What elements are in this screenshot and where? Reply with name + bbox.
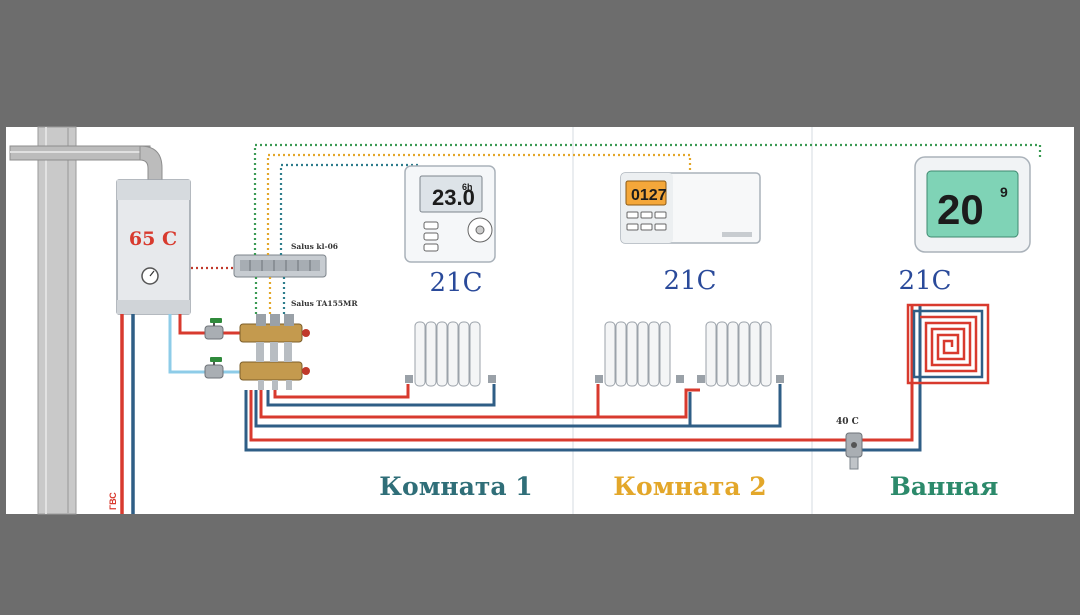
dhw-label: ГВС: [108, 492, 118, 510]
controller-label: Salus kl-06: [291, 242, 338, 251]
supply-ball-valve-icon: [204, 318, 224, 340]
room2-name: Комната 2: [613, 472, 766, 501]
boiler-supply-pipe: [178, 314, 258, 335]
chimney: [9, 126, 163, 515]
manifold-label: Salus TA155MR: [291, 299, 358, 308]
boiler-return-pipe: [168, 314, 258, 374]
room1-thermostat: 23.0 6h: [404, 165, 496, 263]
room2-radiator-a-icon: [595, 321, 684, 387]
return-ball-valve-icon: [204, 357, 224, 379]
room1-setpoint: 21C: [430, 268, 483, 298]
room2-supply-pipe: [259, 384, 700, 419]
room2-thermostat: 0127: [620, 172, 761, 244]
floor-heating-loop: [906, 303, 990, 385]
bath-name: Ванная: [890, 472, 999, 501]
room2-radiator-b-icon: [697, 321, 784, 387]
room1-return-pipe: [266, 384, 496, 407]
manifold: [239, 314, 310, 390]
room1-radiator-icon: [405, 321, 496, 387]
room1-supply-pipe: [273, 384, 410, 399]
bath-thermostat: 20 9: [914, 156, 1031, 253]
bath-setpoint: 21C: [899, 266, 952, 296]
room1-name: Комната 1: [379, 472, 532, 501]
bath-thermostat-display-small: 9: [1000, 184, 1008, 200]
bath-thermostat-display: 20: [937, 186, 984, 233]
floor-supply-pipe: [249, 305, 914, 442]
room2-setpoint: 21C: [664, 266, 717, 296]
boiler-temperature: 65 C: [129, 228, 177, 250]
room2-thermostat-display: 0127: [631, 187, 667, 204]
room2-return-pipe: [254, 384, 782, 428]
floor-mixing-valve-icon: [845, 432, 863, 470]
floor-valve-label: 40 C: [836, 417, 859, 427]
boiler: 65 C: [116, 179, 191, 315]
room1-thermostat-display: 23.0: [432, 185, 475, 210]
room1-thermostat-wire: [253, 143, 1042, 255]
wiring-controller: [233, 254, 327, 278]
room2-thermostat-wire: [266, 153, 692, 255]
room1-thermostat-display-small: 6h: [462, 182, 473, 192]
